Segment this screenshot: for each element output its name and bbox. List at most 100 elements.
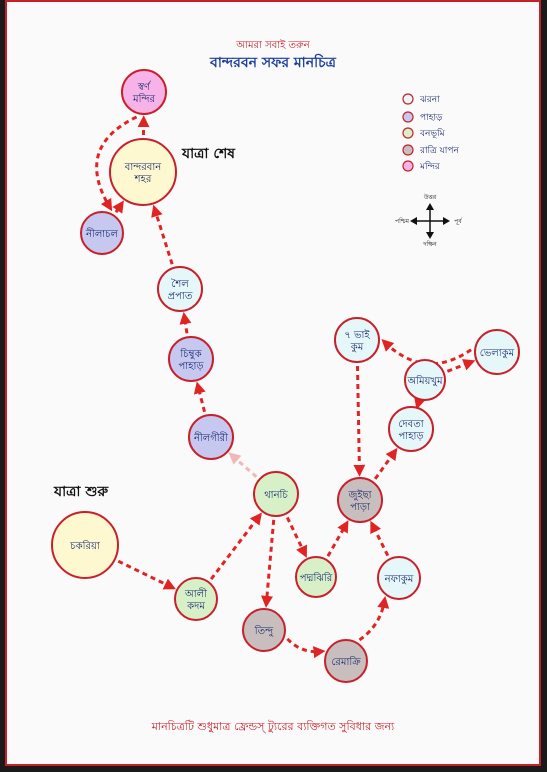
place-node-tindu[interactable]: তিন্দু [242, 608, 286, 652]
place-node-nilachal[interactable]: নীলাচল [80, 211, 124, 255]
place-circle-chokoria [51, 511, 119, 579]
legend: ঝরনা পাহাড় বনভূমি রাত্রি যাপন মন্দির [402, 93, 460, 172]
place-label-debotapahar: দেবতা [398, 419, 424, 430]
journey-end-label: যাত্রা শেষ [181, 146, 236, 162]
place-node-alikodom[interactable]: আলীকদম [174, 577, 218, 621]
place-node-velakhum[interactable]: ভেলাকুম [474, 329, 520, 375]
legend-swatch-temple [402, 160, 414, 172]
place-label-nilgiri: নীলগীরী [193, 431, 228, 444]
place-label-padmajhiri: পদ্মঝিরি [300, 572, 333, 584]
route-arrow-padmajhiri-to-juichhapara [326, 520, 349, 557]
place-circle-nafakhum [377, 556, 421, 600]
place-node-chimbuk[interactable]: চিম্বুকপাহাড় [168, 336, 214, 382]
route-arrow-nilachal-to-bandarban [112, 200, 124, 214]
legend-swatch-hill [402, 111, 414, 123]
route-arrow-thanchi-to-padmajhiri [285, 516, 307, 558]
compass-north: উত্তর [423, 193, 437, 201]
legend-label-temple: মন্দির [419, 161, 441, 172]
place-label-juichhapara: পাড়া [350, 502, 371, 513]
place-label-chimbuk: পাহাড় [179, 361, 205, 372]
place-label-tindu: তিন্দু [254, 625, 274, 637]
place-circle-nilgiri [188, 414, 234, 460]
place-label-swarnamandir: মন্দির [132, 93, 155, 105]
route-arrow-alikodom-to-thanchi [209, 512, 262, 581]
route-arrow-thanchi-to-tindu [261, 519, 276, 608]
place-label-chimbuk: চিম্বুক [179, 348, 202, 360]
footer-note: মানচিত্রটি শুধুমাত্র ফ্রেন্ডস্ ট্যুরের ব… [151, 720, 395, 733]
place-label-nilachal: নীলাচল [85, 227, 119, 240]
place-node-satvaikhum[interactable]: ৭ ভাইকুম [334, 317, 380, 363]
place-circle-amiakhum [404, 359, 446, 401]
place-label-nafakhum: নফাকুম [384, 574, 414, 585]
legend-label-forest: বনভূমি [419, 128, 446, 139]
place-label-shoilopropat: শৈল [171, 278, 189, 290]
route-arrows [95, 115, 476, 659]
place-node-shoilopropat[interactable]: শৈলপ্রপাত [157, 266, 203, 312]
place-node-thanchi[interactable]: থানচি [253, 471, 299, 517]
legend-label-night: রাত্রি যাপন [419, 145, 460, 156]
route-arrow-nafakhum-to-juichhapara [370, 520, 390, 557]
place-circle-nilachal [80, 211, 124, 255]
place-node-juichhapara[interactable]: জুইছাপাড়া [337, 477, 383, 523]
place-node-remakri[interactable]: রেমাক্রি [324, 639, 368, 683]
place-circle-shoilopropat [157, 266, 203, 312]
place-circle-satvaikhum [334, 317, 380, 363]
place-circle-chimbuk [168, 336, 214, 382]
place-label-thanchi: থানচি [264, 489, 288, 501]
route-arrow-amiakhum-to-velakhum [446, 359, 476, 373]
route-arrow-chokoria-to-alikodom [117, 559, 177, 590]
place-circle-debotapahar [388, 406, 434, 452]
legend-label-waterfall: ঝরনা [419, 95, 440, 105]
place-label-chokoria: চকরিয়া [69, 540, 101, 552]
legend-label-hill: পাহাড় [420, 113, 443, 123]
route-arrow-nilgiri-to-chimbuk [193, 381, 206, 413]
place-circle-bandarban [109, 138, 177, 206]
legend-swatch-waterfall [402, 93, 414, 105]
place-node-debotapahar[interactable]: দেবতাপাহাড় [388, 406, 434, 452]
place-label-bandarban: শহর [134, 174, 152, 185]
place-circle-remakri [324, 639, 368, 683]
place-circle-swarnamandir [121, 69, 167, 115]
place-label-shoilopropat: প্রপাত [168, 291, 193, 302]
route-arrow-satvaikhum-to-juichhapara [353, 365, 366, 477]
route-arrow-juichhapara-to-debotapahar [373, 447, 398, 480]
legend-swatch-forest [402, 127, 414, 139]
route-arrow-shoilopropat-to-bandarban [151, 204, 174, 265]
place-label-bandarban: বান্দরবান [124, 162, 162, 173]
header-title: বান্দরবন সফর মানচিত্র [209, 53, 337, 71]
place-circle-juichhapara [337, 477, 383, 523]
place-node-nafakhum[interactable]: নফাকুম [377, 556, 421, 600]
place-circle-padmajhiri [295, 556, 337, 598]
place-node-swarnamandir[interactable]: স্বর্ণমন্দির [121, 69, 167, 115]
route-arrow-swarnamandir-to-nilachal [95, 115, 138, 212]
place-label-amiakhum: অমিয়খুম [406, 375, 443, 387]
journey-start-label: যাত্রা শুরু [53, 484, 109, 500]
place-label-satvaikhum: কুম [350, 342, 364, 353]
compass-west: পশ্চিম [395, 218, 410, 225]
place-node-chokoria[interactable]: চকরিয়া [51, 511, 119, 579]
place-circle-thanchi [253, 471, 299, 517]
place-label-alikodom: আলী [184, 587, 207, 600]
compass-south: দক্ষিন [422, 241, 437, 248]
place-label-swarnamandir: স্বর্ণ [137, 81, 151, 93]
place-label-debotapahar: পাহাড় [399, 431, 425, 442]
place-label-alikodom: কদম [186, 601, 205, 612]
place-label-velakhum: ভেলাকুম [480, 348, 515, 359]
route-arrow-thanchi-to-nilgiri [228, 452, 258, 478]
place-node-padmajhiri[interactable]: পদ্মঝিরি [295, 556, 337, 598]
place-label-remakri: রেমাক্রি [331, 656, 361, 668]
place-nodes: চকরিয়া আলীকদম থানচি পদ্মঝিরি তিন্দু রেমাক্রি… [51, 69, 520, 683]
compass-icon: উত্তর দক্ষিন পূর্ব পশ্চিম [395, 193, 463, 248]
compass-east: পূর্ব [454, 218, 462, 225]
place-node-nilgiri[interactable]: নীলগীরী [188, 414, 234, 460]
place-circle-alikodom [174, 577, 218, 621]
route-arrow-chimbuk-to-shoilopropat [179, 311, 192, 334]
place-node-amiakhum[interactable]: অমিয়খুম [404, 359, 446, 401]
legend-swatch-night [402, 144, 414, 156]
place-circle-tindu [242, 608, 286, 652]
header-subtitle: আমরা সবাই তরুন [235, 39, 310, 51]
route-arrow-remakri-to-nafakhum [358, 596, 390, 642]
place-label-juichhapara: জুইছা [347, 489, 372, 501]
